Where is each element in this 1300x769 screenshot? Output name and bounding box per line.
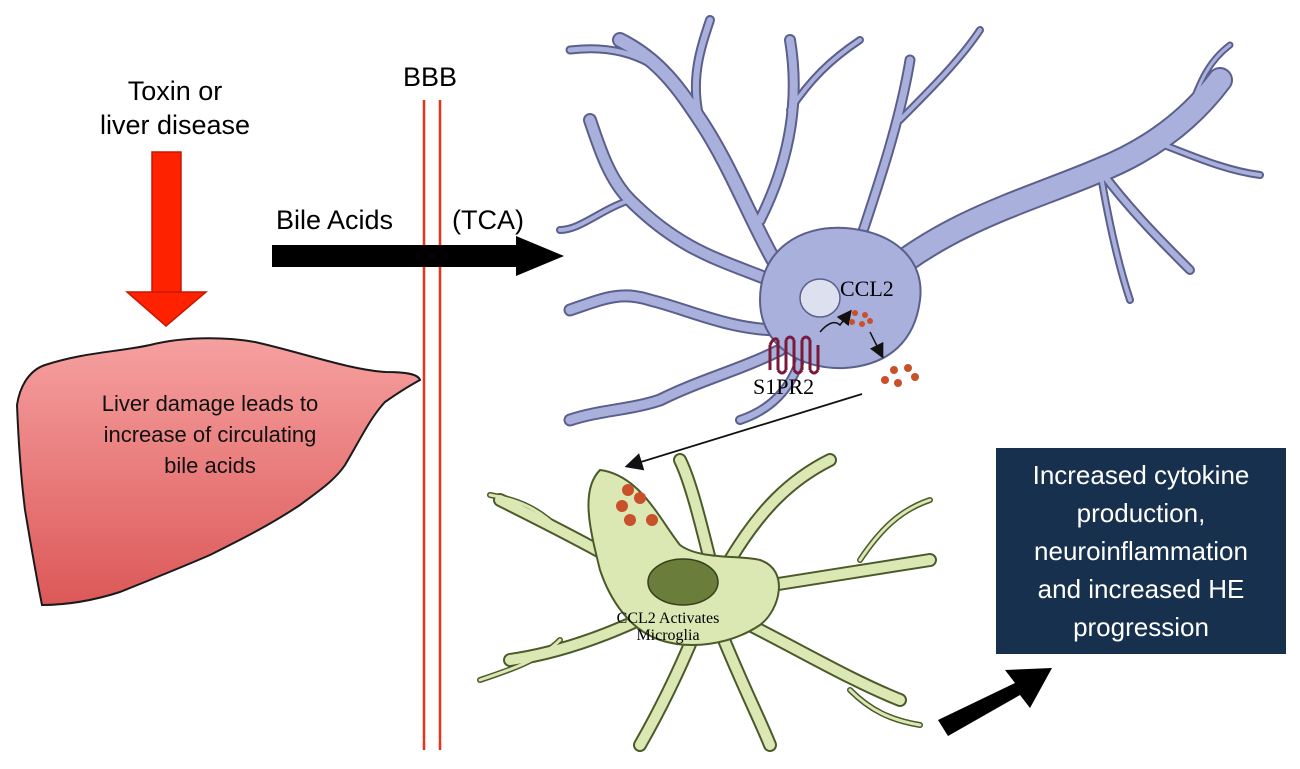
bbb-label: BBB	[403, 62, 458, 92]
ccl2-label: CCL2	[840, 276, 894, 301]
trigger-line-1: Toxin or	[127, 76, 223, 106]
microglia-line-1: CCL2 Activates	[616, 610, 720, 627]
ccl2-dots-intracellular	[849, 310, 873, 327]
s1pr2-receptor	[768, 335, 820, 375]
microglia-label: CCL2 Activates Microglia	[598, 610, 738, 644]
neuron	[556, 15, 1264, 427]
outcome-line-1: Increased cytokine	[1032, 460, 1250, 490]
ccl2-dots-released	[881, 364, 919, 387]
trigger-line-2: liver disease	[99, 110, 251, 140]
bbb-barrier	[422, 100, 442, 750]
microglia-nucleus	[647, 558, 719, 606]
outcome-text: Increased cytokine production, neuroinfl…	[1006, 456, 1276, 646]
liver-line-2: increase of circulating	[103, 422, 317, 447]
release-arrow	[869, 331, 884, 359]
tca-label: (TCA)	[452, 205, 524, 235]
ccl2-dots-microglia	[616, 484, 658, 526]
liver-line-1: Liver damage leads to	[101, 391, 319, 416]
trigger-label: Toxin or liver disease	[95, 74, 255, 142]
liver-line-3: bile acids	[164, 453, 256, 478]
outcome-arrow	[938, 668, 1052, 736]
bile-acids-label: Bile Acids	[276, 205, 394, 235]
s1pr2-label: S1PR2	[753, 374, 815, 399]
outcome-box: Increased cytokine production, neuroinfl…	[996, 448, 1286, 654]
neuron-nucleus	[799, 278, 841, 318]
microglia	[477, 453, 937, 752]
outcome-line-2: production,	[1076, 498, 1206, 528]
signal-arrow	[819, 309, 852, 333]
ccl2-to-microglia-arrow	[624, 393, 863, 471]
outcome-line-3: neuroinflammation	[1034, 536, 1248, 566]
liver-shape	[15, 337, 422, 607]
outcome-line-4: and increased HE	[1037, 574, 1245, 604]
outcome-line-5: progression	[1073, 612, 1209, 642]
liver-description: Liver damage leads to increase of circul…	[60, 388, 360, 481]
microglia-line-2: Microglia	[636, 627, 700, 644]
bile-acid-arrow	[272, 236, 564, 276]
red-down-arrow	[124, 151, 209, 327]
